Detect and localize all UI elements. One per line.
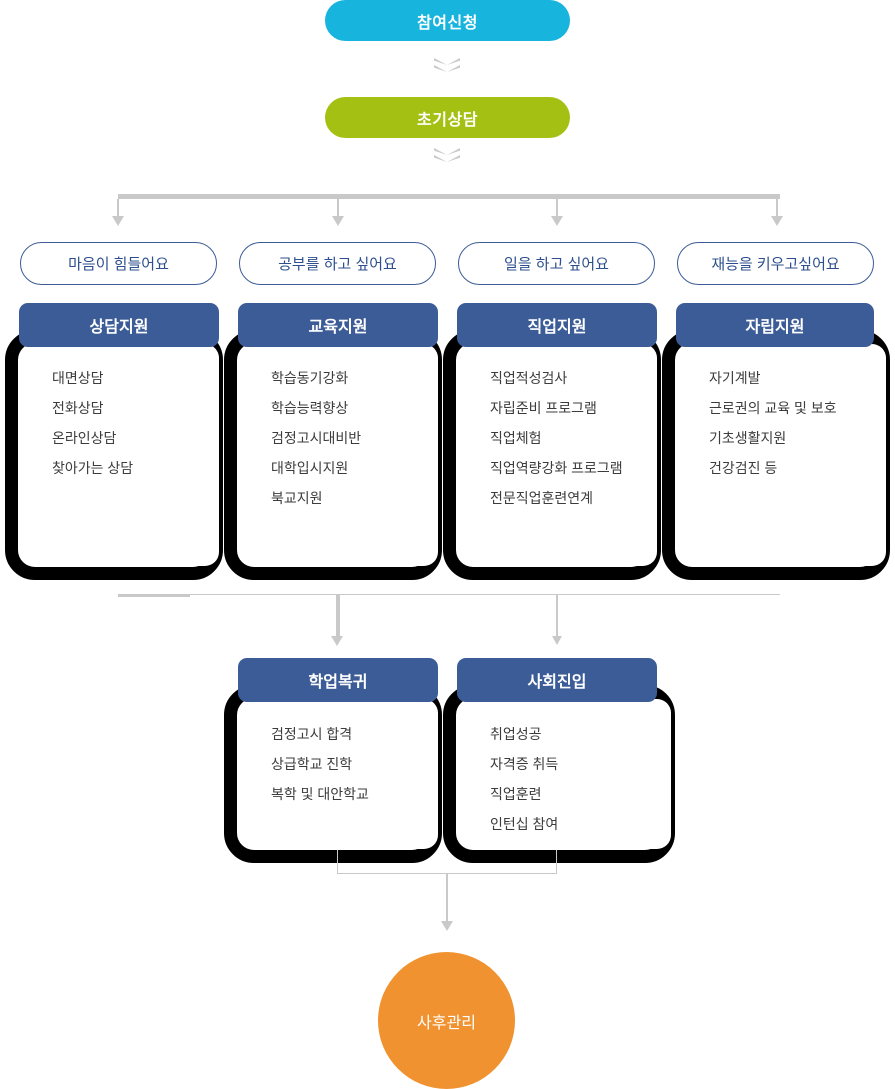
list-item: 북교지원	[271, 490, 323, 506]
list-item: 인턴십 참여	[490, 816, 559, 832]
step-initial-counseling-label: 초기상담	[417, 111, 478, 129]
list-item: 자기계발	[709, 370, 761, 386]
list-item: 전화상담	[52, 400, 104, 416]
support-card-title-3: 직업지원	[527, 319, 587, 336]
list-item: 학습동기강화	[271, 370, 349, 386]
result-drop	[446, 873, 448, 925]
support-card-title-2: 교육지원	[308, 319, 368, 336]
branch-drop-4	[776, 199, 778, 219]
outcome-card-body-1	[238, 699, 438, 849]
outcome-card-body-2	[457, 699, 671, 849]
result-merge-drop-2	[556, 850, 557, 874]
branch-bus-line	[118, 194, 780, 199]
list-item: 학습능력향상	[271, 400, 349, 416]
outcome-arrow-1	[331, 636, 343, 646]
chevron-down-icon-2	[434, 148, 460, 168]
support-card-list-3: 직업적성검사 자립준비 프로그램 직업체험 직업역량강화 프로그램 전문직업훈련…	[490, 363, 623, 513]
list-item: 대학입시지원	[271, 460, 349, 476]
list-item: 찾아가는 상담	[52, 460, 134, 476]
branch-arrow-3	[551, 216, 563, 226]
branch-drop-1	[117, 199, 119, 219]
support-card-title-1: 상담지원	[89, 319, 149, 336]
list-item: 취업성공	[490, 726, 542, 742]
list-item: 전문직업훈련연계	[490, 490, 594, 506]
support-card-list-2: 학습동기강화 학습능력향상 검정고시대비반 대학입시지원 북교지원	[271, 363, 361, 513]
branch-drop-3	[556, 199, 558, 219]
card-body-2	[238, 344, 438, 566]
support-card-header-4[interactable]: 자립지원	[676, 303, 874, 347]
question-box-3[interactable]: 일을 하고 싶어요	[458, 242, 655, 285]
result-merge-drop-1	[337, 850, 338, 874]
outcome-card-title-2: 사회진입	[527, 674, 587, 691]
step-apply[interactable]: 참여신청	[325, 0, 570, 41]
merge-bus-line-accent	[118, 594, 190, 597]
card-body-4	[676, 344, 886, 566]
step-initial-counseling[interactable]: 초기상담	[325, 97, 570, 138]
support-card-list-1: 대면상담 전화상담 온라인상담 찾아가는 상담	[52, 363, 133, 483]
list-item: 직업역량강화 프로그램	[490, 460, 623, 476]
outcome-card-title-1: 학업복귀	[308, 674, 368, 691]
question-label-1: 마음이 힘들어요	[68, 256, 169, 273]
result-circle-label: 사후관리	[417, 1014, 476, 1032]
support-card-header-3[interactable]: 직업지원	[457, 303, 657, 347]
branch-arrow-4	[771, 216, 783, 226]
question-box-2[interactable]: 공부를 하고 싶어요	[239, 242, 436, 285]
question-label-3: 일을 하고 싶어요	[504, 256, 609, 273]
list-item: 건강검진 등	[709, 460, 778, 476]
list-item: 자격증 취득	[490, 756, 559, 772]
list-item: 복학 및 대안학교	[271, 786, 369, 802]
support-card-list-4: 자기계발 근로권의 교육 및 보호 기초생활지원 건강검진 등	[709, 363, 837, 483]
outcome-arrow-2	[552, 636, 562, 645]
list-item: 검정고시대비반	[271, 430, 362, 446]
outcome-card-header-1[interactable]: 학업복귀	[238, 658, 438, 702]
card-body-3	[457, 344, 657, 566]
question-label-2: 공부를 하고 싶어요	[278, 256, 397, 273]
list-item: 온라인상담	[52, 430, 117, 446]
list-item: 검정고시 합격	[271, 726, 353, 742]
list-item: 기초생활지원	[709, 430, 787, 446]
support-card-header-2[interactable]: 교육지원	[238, 303, 438, 347]
outcome-drop-1	[336, 595, 340, 640]
branch-drop-2	[337, 199, 339, 219]
result-arrow	[441, 921, 453, 931]
list-item: 직업훈련	[490, 786, 542, 802]
question-box-4[interactable]: 재능을 키우고싶어요	[677, 242, 874, 285]
result-circle-aftercare[interactable]: 사후관리	[378, 952, 515, 1089]
outcome-drop-2	[556, 595, 558, 640]
outcome-card-list-1: 검정고시 합격 상급학교 진학 복학 및 대안학교	[271, 719, 369, 809]
list-item: 근로권의 교육 및 보호	[709, 400, 837, 416]
step-apply-label: 참여신청	[417, 14, 478, 32]
question-label-4: 재능을 키우고싶어요	[711, 256, 840, 273]
list-item: 자립준비 프로그램	[490, 400, 597, 416]
card-body-1	[19, 344, 219, 566]
support-card-title-4: 자립지원	[745, 319, 805, 336]
merge-bus-line	[118, 594, 780, 595]
list-item: 대면상담	[52, 370, 104, 386]
list-item: 직업적성검사	[490, 370, 568, 386]
support-card-header-1[interactable]: 상담지원	[19, 303, 219, 347]
question-box-1[interactable]: 마음이 힘들어요	[20, 242, 217, 285]
branch-arrow-1	[112, 216, 124, 226]
chevron-down-icon-1	[434, 58, 460, 78]
outcome-card-header-2[interactable]: 사회진입	[457, 658, 657, 702]
outcome-card-list-2: 취업성공 자격증 취득 직업훈련 인턴십 참여	[490, 719, 558, 839]
list-item: 직업체험	[490, 430, 542, 446]
list-item: 상급학교 진학	[271, 756, 353, 772]
branch-arrow-2	[332, 216, 344, 226]
